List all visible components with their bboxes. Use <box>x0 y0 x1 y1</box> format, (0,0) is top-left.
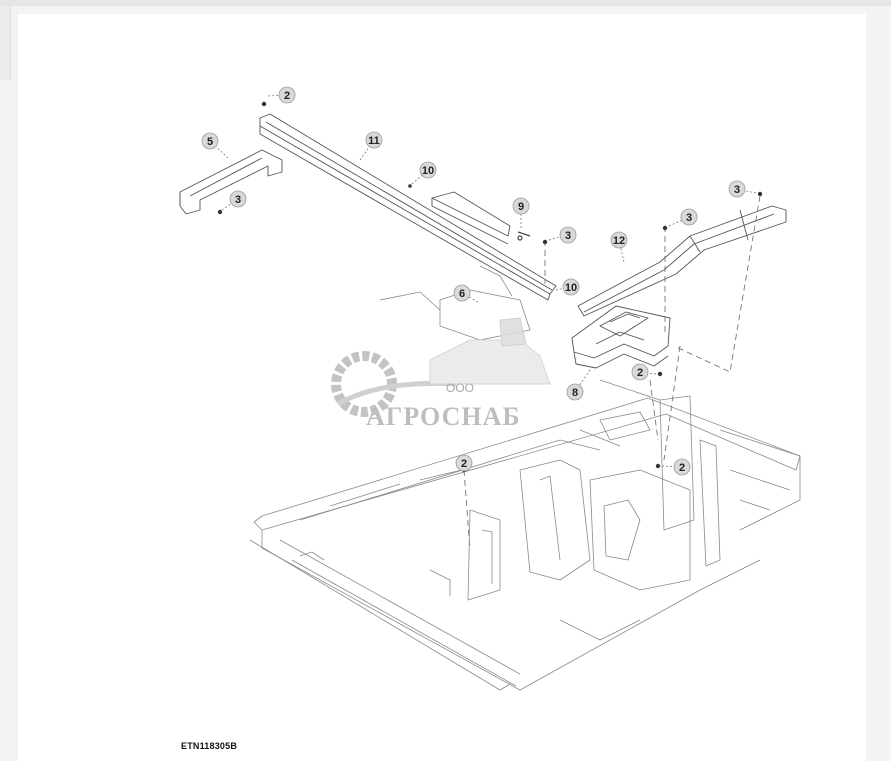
callout-bubble <box>453 284 471 302</box>
callout-bubble <box>610 231 628 249</box>
frame-assembly <box>249 265 801 691</box>
part-pin-9 <box>517 231 531 241</box>
watermark-company-name: АГРОСНАБ <box>366 402 521 431</box>
bolt <box>657 371 663 377</box>
callout-leader <box>461 292 479 303</box>
callout-c3d: 3 <box>728 180 757 198</box>
callout-bubble <box>728 180 746 198</box>
part-rail-11 <box>259 113 557 301</box>
callout-bubble <box>559 226 577 244</box>
callout-bubble <box>673 458 691 476</box>
bolt <box>655 463 661 469</box>
diagram-card <box>18 14 866 761</box>
watermark-logo: ООО АГРОСНАБ <box>331 317 551 431</box>
part-rail-12 <box>577 205 787 317</box>
callout-c3c: 3 <box>668 208 698 227</box>
callout-c3a: 3 <box>221 190 247 211</box>
callout-c9: 9 <box>512 197 530 228</box>
callout-bubble <box>455 454 473 472</box>
callout-label: 2 <box>284 90 290 102</box>
callout-label: 5 <box>207 136 213 148</box>
callout-label: 3 <box>686 212 692 224</box>
callout-label: 3 <box>734 184 740 196</box>
callout-bubble <box>201 132 219 150</box>
callout-c2d: 2 <box>455 454 473 472</box>
callout-label: 2 <box>461 458 467 470</box>
bolt <box>662 225 668 231</box>
callout-bubble <box>512 197 530 215</box>
bolt <box>261 101 267 107</box>
callout-bubble <box>680 208 698 226</box>
top-bar <box>0 0 891 6</box>
callout-bubble <box>229 190 247 208</box>
callout-label: 10 <box>422 165 434 177</box>
callout-c12: 12 <box>610 231 628 263</box>
callout-bubble <box>365 131 383 149</box>
callout-label: 10 <box>565 282 577 294</box>
callout-label: 2 <box>637 367 643 379</box>
watermark-prefix: ООО <box>446 381 474 395</box>
part-plate-8 <box>571 305 671 369</box>
callout-leader <box>267 94 288 97</box>
callout-bubble <box>631 363 649 381</box>
bolt <box>542 239 548 245</box>
callout-c3b: 3 <box>548 226 577 244</box>
bolt <box>217 209 223 215</box>
callout-c10b: 10 <box>555 278 580 296</box>
left-panel-edge <box>0 6 11 80</box>
callout-c8: 8 <box>566 369 591 401</box>
callout-c2b: 2 <box>631 363 657 381</box>
callout-label: 3 <box>235 194 241 206</box>
callout-leader <box>574 369 591 393</box>
callout-bubble <box>562 278 580 296</box>
callout-c2a: 2 <box>267 86 296 104</box>
callout-label: 3 <box>565 230 571 242</box>
part-bracket-5 <box>179 149 283 215</box>
bolt <box>757 191 763 197</box>
callout-label: 9 <box>518 201 524 213</box>
callout-bubble <box>419 161 437 179</box>
callout-c6: 6 <box>453 284 479 303</box>
callout-bubble <box>278 86 296 104</box>
figure-code: ETN118305B <box>181 741 238 751</box>
callout-label: 8 <box>572 387 578 399</box>
callout-bubble <box>566 383 584 401</box>
callout-c2c: 2 <box>661 458 691 476</box>
callout-label: 6 <box>459 288 465 300</box>
callout-label: 12 <box>613 235 625 247</box>
callout-label: 2 <box>679 462 685 474</box>
callout-c5: 5 <box>201 132 229 159</box>
callout-label: 11 <box>368 135 380 147</box>
bolt <box>408 184 412 188</box>
callout-c10a: 10 <box>411 161 437 185</box>
callout-c11: 11 <box>359 131 383 161</box>
